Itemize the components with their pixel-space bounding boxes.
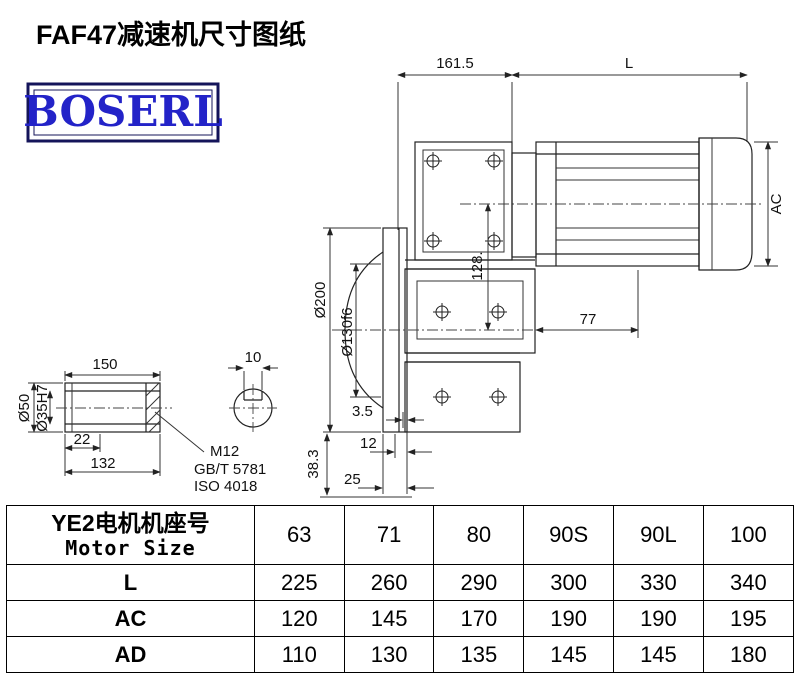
table-cell: 195	[702, 600, 795, 637]
table-cell: 170	[433, 600, 525, 637]
size-header-cell: 90S	[523, 505, 615, 565]
page-title: FAF47减速机尺寸图纸	[36, 19, 306, 50]
bolt-hole-mark	[484, 151, 504, 171]
dim-axis-distance: 128.	[469, 203, 492, 331]
table-cell: 180	[702, 636, 795, 673]
dim-25: 25	[344, 432, 434, 494]
shaft-detail: 150 Ø50 Ø35H7 22 132 M12 GB/T 5781 ISO 4…	[16, 356, 266, 495]
brand-logo-frame	[26, 82, 220, 143]
row-label-L: L	[6, 564, 255, 601]
bolt-hole-mark	[423, 151, 443, 171]
table-cell: 300	[523, 564, 615, 601]
table-cell: 130	[343, 636, 435, 673]
size-header-cell: 80	[433, 505, 525, 565]
dim-text-10: 10	[245, 349, 262, 366]
standard-gb: GB/T 5781	[194, 461, 266, 478]
size-header-cell: 100	[702, 505, 795, 565]
table-cell: 110	[253, 636, 345, 673]
brand-logo: BOSERL	[23, 82, 223, 143]
dim-text-bore: Ø35H7	[34, 384, 51, 432]
table-cell: 145	[343, 600, 435, 637]
dim-text-L: L	[625, 55, 633, 72]
dim-text-flange-od: Ø200	[312, 282, 329, 319]
dim-77: 77	[535, 270, 639, 338]
row-label-AC: AC	[6, 600, 255, 637]
dim-text-12: 12	[360, 435, 377, 452]
dim-text-AC: AC	[768, 193, 785, 214]
row-label-AD: AD	[6, 636, 255, 673]
dim-AC: AC	[754, 141, 785, 267]
dim-spigot: Ø130f6	[339, 263, 381, 398]
size-header-cell: 63	[253, 505, 345, 565]
standard-iso: ISO 4018	[194, 478, 257, 495]
table-cell: 330	[613, 564, 704, 601]
output-flange	[332, 227, 548, 433]
bolt-hole-mark	[488, 387, 508, 407]
table-cell: 135	[433, 636, 525, 673]
dim-text-132: 132	[90, 455, 115, 472]
dim-text-shaft-od: Ø50	[16, 394, 33, 422]
table-cell: 190	[613, 600, 704, 637]
dim-text-150: 150	[92, 356, 117, 373]
table-cell: 225	[253, 564, 345, 601]
table-row-L: L 225 260 290 300 330 340	[6, 564, 795, 601]
fan-cowl	[698, 137, 753, 271]
bolt-hole-mark	[423, 231, 443, 251]
table-row-AC: AC 120 145 170 190 190 195	[6, 600, 795, 637]
dim-motor-length-L: L	[511, 55, 748, 142]
table-cell: 120	[253, 600, 345, 637]
bolt-hole-mark	[488, 302, 508, 322]
gearbox	[404, 141, 536, 433]
housing-boss	[344, 251, 384, 409]
motor-size-label-cn: YE2电机机座号	[51, 509, 210, 536]
motor-size-header-cell: YE2电机机座号 Motor Size	[6, 505, 255, 565]
dim-text-25: 25	[344, 471, 361, 488]
table-cell: 145	[613, 636, 704, 673]
table-row-AD: AD 110 130 135 145 145 180	[6, 636, 795, 673]
dim-38-3: 38.3	[305, 433, 412, 498]
dim-12: 12	[360, 434, 432, 458]
dim-161-5: 161.5	[397, 55, 513, 230]
table-cell: 340	[702, 564, 795, 601]
motor-dimension-table: YE2电机机座号 Motor Size 63 71 80 90S 90L 100…	[0, 505, 800, 673]
dim-text-3-5: 3.5	[352, 403, 373, 420]
dim-flange-od: Ø200	[312, 227, 381, 433]
dim-text-38-3: 38.3	[305, 449, 322, 478]
motor-size-label-en: Motor Size	[65, 536, 196, 561]
brand-logo-text: BOSERL	[23, 87, 223, 136]
bolt-hole-mark	[432, 387, 452, 407]
dim-3-5: 3.5	[352, 403, 424, 428]
bolt-hole-mark	[432, 302, 452, 322]
brand-logo-inner-frame	[33, 89, 213, 136]
table-cell: 190	[523, 600, 615, 637]
size-header-cell: 71	[343, 505, 435, 565]
dim-text-161-5: 161.5	[436, 55, 474, 72]
thread-callout: M12	[210, 443, 239, 460]
table-header-row: YE2电机机座号 Motor Size 63 71 80 90S 90L 100	[6, 505, 795, 565]
dim-text-22: 22	[74, 431, 91, 448]
dim-text-spigot: Ø130f6	[339, 307, 356, 356]
table-cell: 290	[433, 564, 525, 601]
table-cell: 145	[523, 636, 615, 673]
size-header-cell: 90L	[613, 505, 704, 565]
technical-drawing: FAF47减速机尺寸图纸 BOSERL 161.5 L AC	[16, 19, 785, 498]
motor	[460, 137, 762, 271]
dim-text-77: 77	[580, 311, 597, 328]
table-cell: 260	[343, 564, 435, 601]
key-section-detail: 10	[228, 349, 278, 432]
dim-text-128: 128.	[469, 251, 486, 280]
